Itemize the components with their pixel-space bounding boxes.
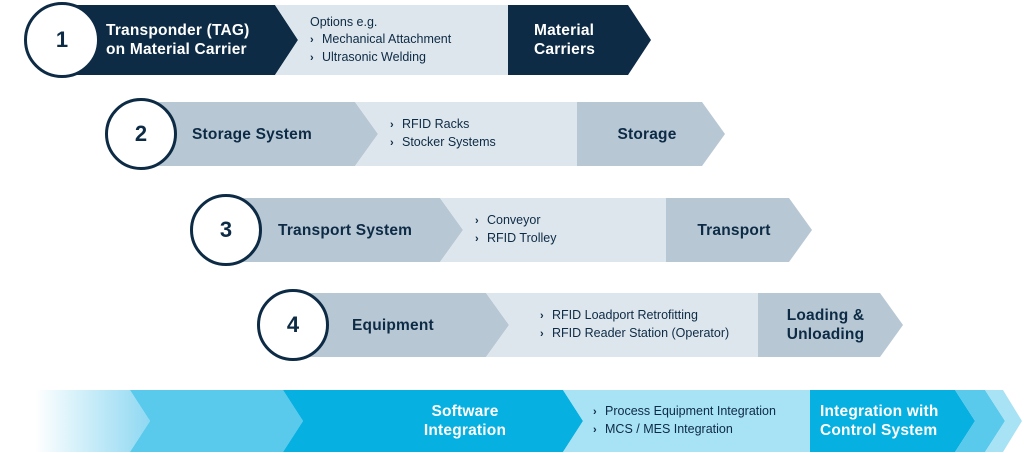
software-result: Integration with Control System — [820, 390, 960, 452]
chevron-right-icon: › — [475, 233, 479, 245]
software-option-1: ›Process Equipment Integration — [593, 403, 776, 421]
step-3-result-arrow — [666, 198, 812, 262]
step-1-options-arrow — [275, 5, 508, 75]
chevron-right-icon: › — [593, 424, 597, 436]
step-1-option-1: ›Mechanical Attachment — [310, 31, 451, 49]
step-3-option-1: ›Conveyor — [475, 212, 541, 230]
step-3-title: Transport System — [278, 221, 413, 239]
step-2-number: 2 — [134, 121, 148, 146]
software-tail-arrow-1 — [955, 390, 1005, 452]
step-4-result: Loading & Unloading — [758, 293, 893, 357]
step-3-option-2: ›RFID Trolley — [475, 230, 556, 248]
chevron-right-icon: › — [310, 51, 314, 64]
step-2-option-1: ›RFID Racks — [390, 116, 469, 134]
software-options-arrow — [563, 390, 810, 452]
step-1-options: Options e.g. ›Mechanical Attachment ›Ult… — [310, 5, 505, 75]
step-3-number: 3 — [219, 217, 233, 242]
step-4-number-badge: 4 — [257, 289, 329, 361]
step-2-title: Storage System — [192, 125, 312, 143]
step-3-options-arrow — [440, 198, 666, 262]
step-2-number-badge: 2 — [105, 98, 177, 170]
software-title: Software Integration — [380, 390, 550, 452]
software-lead-arrow — [130, 390, 303, 452]
step-1-number-badge: 1 — [24, 2, 100, 78]
step-4-options: ›RFID Loadport Retrofitting ›RFID Reader… — [540, 293, 755, 357]
chevron-right-icon: › — [390, 119, 394, 131]
software-title-line-1: Software — [431, 403, 499, 420]
step-3-number-badge: 3 — [190, 194, 262, 266]
software-option-2: ›MCS / MES Integration — [593, 421, 733, 439]
software-result-arrow — [810, 390, 975, 452]
step-2-result: Storage — [617, 125, 677, 143]
step-4-result-line-2: Unloading — [786, 326, 865, 343]
chevron-right-icon: › — [310, 33, 314, 46]
step-1-result: Material Carriers — [534, 5, 634, 75]
step-1-result-line-2: Carriers — [534, 41, 596, 58]
step-1-number: 1 — [55, 27, 69, 52]
step-4-options-arrow — [486, 293, 758, 357]
step-2-options: ›RFID Racks ›Stocker Systems — [390, 102, 575, 166]
step-1-option-2: ›Ultrasonic Welding — [310, 49, 426, 67]
step-4-option-2: ›RFID Reader Station (Operator) — [540, 325, 729, 343]
step-3-title-arrow — [225, 198, 463, 262]
step-1-title-arrow — [60, 5, 298, 75]
software-options: ›Process Equipment Integration ›MCS / ME… — [593, 390, 808, 452]
chevron-right-icon: › — [390, 137, 394, 149]
step-2-result-arrow — [577, 102, 725, 166]
step-1-title-line-1: Transponder (TAG) — [106, 22, 250, 39]
software-fade-arrow — [35, 390, 150, 452]
step-4-title: Equipment — [352, 316, 434, 334]
step-2-title-arrow — [140, 102, 378, 166]
software-result-line-1: Integration with — [820, 403, 939, 420]
step-1-title: Transponder (TAG) on Material Carrier — [106, 5, 276, 75]
step-1-result-line-1: Material — [534, 22, 595, 39]
software-title-line-2: Integration — [423, 422, 507, 439]
software-result-line-2: Control System — [820, 422, 938, 439]
chevron-right-icon: › — [540, 328, 544, 340]
step-4-option-1: ›RFID Loadport Retrofitting — [540, 307, 698, 325]
software-tail-arrow-2 — [985, 390, 1022, 452]
step-2-option-2: ›Stocker Systems — [390, 134, 496, 152]
step-1-options-header: Options e.g. — [310, 14, 378, 29]
step-4-title-arrow — [292, 293, 509, 357]
step-3-options: ›Conveyor ›RFID Trolley — [475, 198, 660, 262]
software-title-arrow — [283, 390, 583, 452]
step-4-result-arrow — [758, 293, 903, 357]
step-4-number: 4 — [286, 312, 300, 337]
chevron-right-icon: › — [475, 215, 479, 227]
chevron-right-icon: › — [593, 406, 597, 418]
step-4-result-line-1: Loading & — [786, 307, 865, 324]
step-1-title-line-2: on Material Carrier — [106, 41, 247, 58]
step-1-result-arrow — [508, 5, 651, 75]
step-2-options-arrow — [355, 102, 577, 166]
chevron-right-icon: › — [540, 310, 544, 322]
step-3-result: Transport — [697, 221, 771, 239]
